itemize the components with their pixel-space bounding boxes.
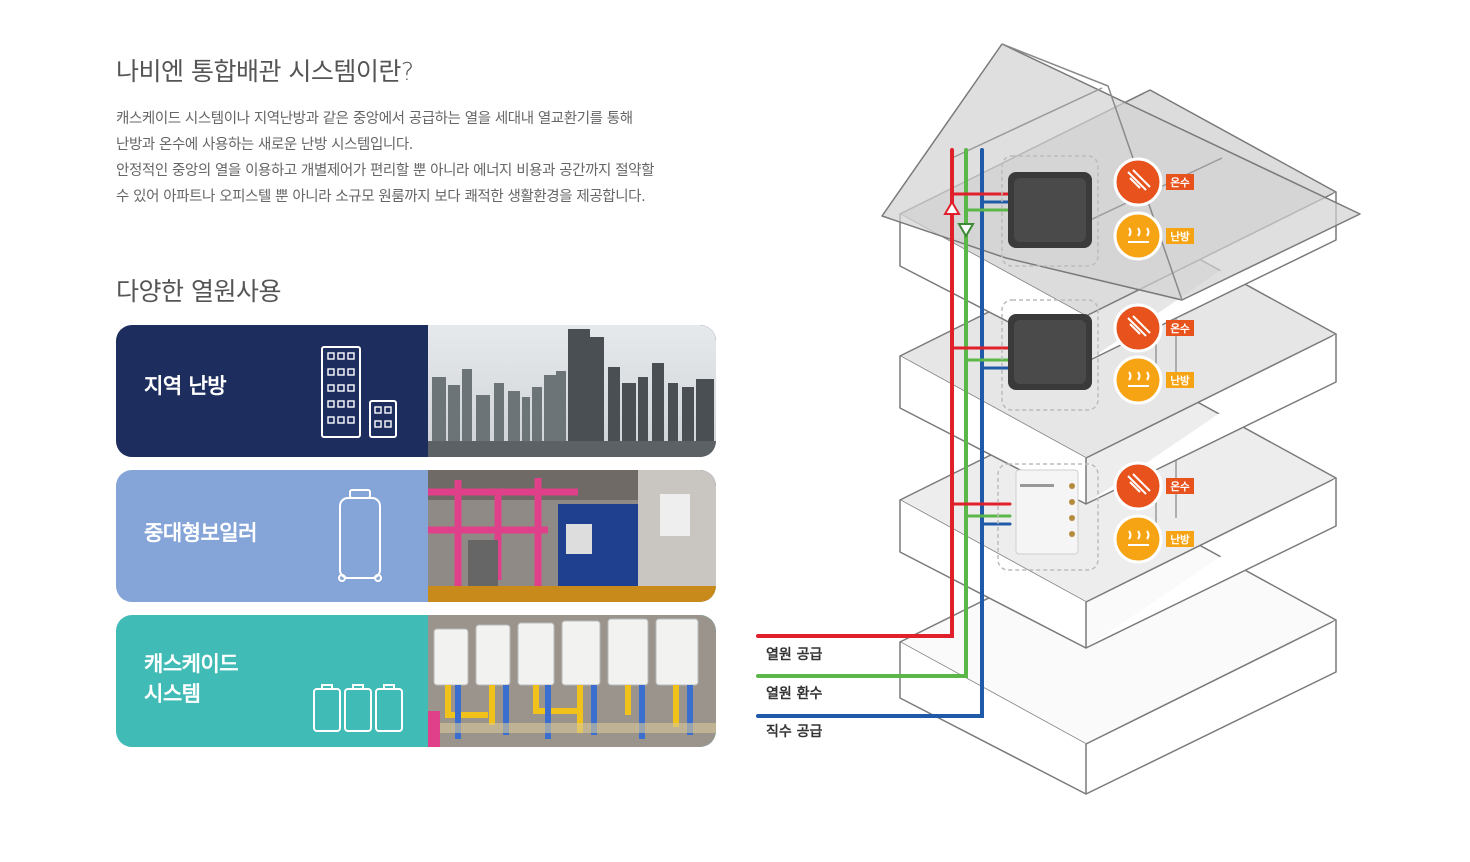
intro-paragraph: 수 있어 아파트나 오피스텔 뿐 아니라 소규모 원룸까지 보다 쾌적한 생활환… <box>116 189 646 205</box>
source-card-label: 지역 난방 <box>144 374 227 398</box>
heat-exchanger-unit-bottom <box>1015 469 1079 555</box>
district-heating-photo <box>428 325 716 457</box>
hot-water-badge: 온수 <box>1113 461 1194 511</box>
hot-water-tag: 온수 <box>1170 323 1190 335</box>
intro-paragraph: 캐스케이드 시스템이나 지역난방과 같은 중앙에서 공급하는 열을 세대내 열교… <box>116 111 633 127</box>
hot-water-badge: 온수 <box>1113 157 1194 207</box>
legend-direct-water-label: 직수 공급 <box>766 723 823 740</box>
heating-badge: 난방 <box>1113 514 1194 564</box>
buildings-icon <box>321 346 397 438</box>
boiler-photo <box>428 470 716 602</box>
source-card-district-heating[interactable]: 지역 난방 <box>116 325 716 457</box>
legend-supply-label: 열원 공급 <box>766 646 823 663</box>
intro-description: 캐스케이드 시스템이나 지역난방과 같은 중앙에서 공급하는 열을 세대내 열교… <box>116 106 756 210</box>
hot-water-badge: 온수 <box>1113 303 1194 353</box>
intro-section: 나비엔 통합배관 시스템이란? 캐스케이드 시스템이나 지역난방과 같은 중앙에… <box>116 52 756 210</box>
source-card-label: 캐스케이드 시스템 <box>144 652 239 706</box>
heating-tag: 난방 <box>1170 374 1190 387</box>
piping-system-diagram: 온수 난방 온수 난방 온수 난방 열원 공급 열원 환수 직수 공급 <box>756 43 1361 795</box>
boiler-icon <box>338 489 382 582</box>
cascade-units-icon <box>313 684 403 732</box>
cascade-photo <box>428 615 716 747</box>
source-card-boiler[interactable]: 중대형보일러 <box>116 470 716 602</box>
source-card-cascade[interactable]: 캐스케이드 시스템 <box>116 615 716 747</box>
hot-water-tag: 온수 <box>1170 177 1190 189</box>
source-card-label: 중대형보일러 <box>144 521 257 545</box>
heating-badge: 난방 <box>1113 355 1194 405</box>
heat-exchanger-unit-middle <box>1008 314 1092 390</box>
intro-paragraph: 안정적인 중앙의 열을 이용하고 개별제어가 편리할 뿐 아니라 에너지 비용과… <box>116 163 655 179</box>
heat-exchanger-unit-top <box>1008 172 1092 248</box>
heating-tag: 난방 <box>1170 230 1190 243</box>
legend-return-label: 열원 환수 <box>766 685 823 702</box>
heating-tag: 난방 <box>1170 533 1190 546</box>
heating-badge: 난방 <box>1113 211 1194 261</box>
intro-title: 나비엔 통합배관 시스템이란? <box>116 57 414 86</box>
sources-title: 다양한 열원사용 <box>116 277 281 306</box>
intro-paragraph: 난방과 온수에 사용하는 새로운 난방 시스템입니다. <box>116 137 413 153</box>
hot-water-tag: 온수 <box>1170 481 1190 493</box>
